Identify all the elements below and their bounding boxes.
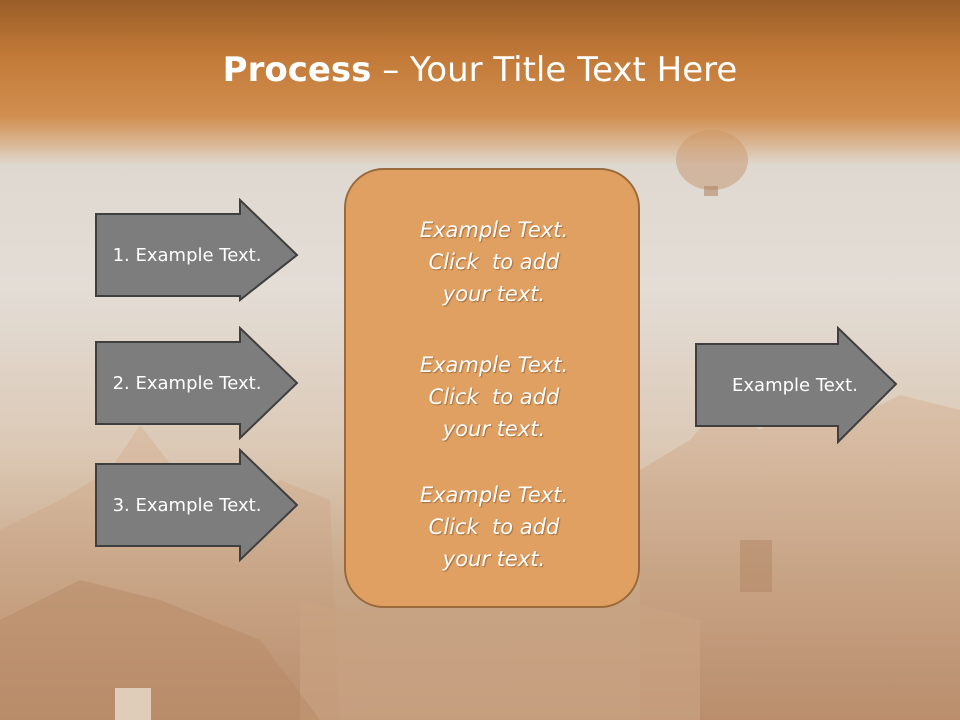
title-band	[0, 0, 960, 165]
left-arrow-2[interactable]: 2. Example Text.	[94, 326, 300, 440]
left-arrow-2-label: 2. Example Text.	[112, 372, 262, 394]
center-paragraph-2[interactable]: Example Text. Click to add your text.	[346, 349, 642, 445]
paragraph-line: Click to add	[428, 250, 560, 274]
arrow-right-shape	[95, 326, 299, 440]
arrow-right-shape	[95, 448, 299, 562]
paragraph-line: your text.	[442, 417, 546, 441]
left-arrow-1-label: 1. Example Text.	[112, 244, 262, 266]
paragraph-line: Click to add	[428, 515, 560, 539]
title-separator: –	[371, 50, 411, 90]
paragraph-line: Click to add	[428, 385, 560, 409]
left-arrow-1[interactable]: 1. Example Text.	[94, 198, 300, 302]
right-arrow-label: Example Text.	[732, 374, 858, 396]
arrow-right-shape	[95, 198, 299, 302]
paragraph-line: Example Text.	[419, 353, 569, 377]
center-text-box[interactable]: Example Text. Click to add your text. Ex…	[344, 168, 640, 608]
paragraph-line: your text.	[442, 547, 546, 571]
center-paragraph-1[interactable]: Example Text. Click to add your text.	[346, 214, 642, 310]
left-arrow-3[interactable]: 3. Example Text.	[94, 448, 300, 562]
title-rest: Your Title Text Here	[410, 50, 738, 90]
paragraph-line: Example Text.	[419, 218, 569, 242]
paragraph-line: Example Text.	[419, 483, 569, 507]
center-paragraph-3[interactable]: Example Text. Click to add your text.	[346, 479, 642, 575]
right-arrow[interactable]: Example Text.	[694, 326, 900, 444]
slide-title[interactable]: Process – Your Title Text Here	[0, 50, 960, 90]
left-arrow-3-label: 3. Example Text.	[112, 494, 262, 516]
paragraph-line: your text.	[442, 282, 546, 306]
arrow-right-shape	[695, 326, 898, 444]
title-bold: Process	[222, 50, 372, 90]
